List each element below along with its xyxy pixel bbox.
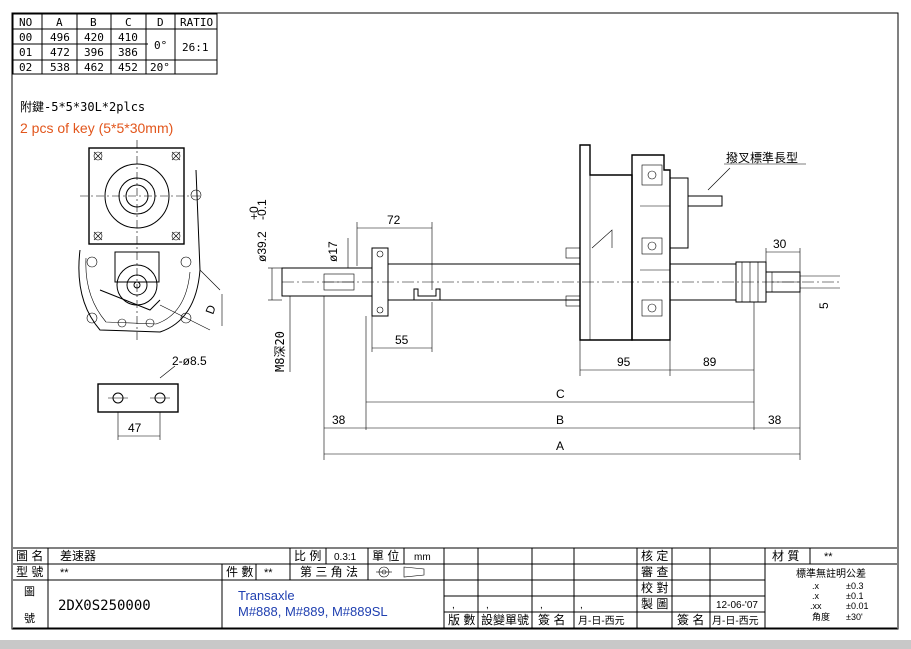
cell-a-2: 538 [50, 61, 70, 74]
tb-unit-label: 單 位 [372, 548, 399, 563]
tb-model-label: 型 號 [16, 565, 43, 579]
fork-label: 撥叉標準長型 [726, 150, 798, 165]
dim-hole: 2-ø8.5 [172, 354, 207, 368]
cell-d-group: 0° [154, 39, 167, 52]
tb-ratio-label: 比 例 [294, 549, 321, 563]
tb-drawing-name: 差速器 [60, 549, 96, 563]
dim-phi39: ø39.2 [255, 231, 269, 262]
cell-b-1: 396 [84, 46, 104, 59]
dim-95: 95 [617, 355, 631, 369]
dim-a: A [556, 439, 564, 453]
dim-89: 89 [703, 355, 717, 369]
tb-check-label: 校 對 [641, 580, 668, 595]
dim-d: D [203, 303, 219, 316]
th-ratio: RATIO [180, 16, 213, 29]
tb-tol-3-val: ±30' [846, 612, 863, 622]
tb-material-value: ** [824, 551, 833, 563]
tb-product-line1: Transaxle [238, 588, 295, 603]
dim-47: 47 [128, 421, 142, 435]
tb-approve-label: 核 定 [641, 548, 668, 563]
cell-no-2: 02 [19, 61, 32, 74]
dimensions: 72 55 95 89 30 5 C B A [247, 199, 840, 460]
tb-draw-date: 12-06-'07 [716, 600, 758, 611]
side-view: 撥叉標準長型 [281, 144, 840, 341]
cell-ratio: 26:1 [182, 41, 209, 54]
tb-ratio-value: 0.3:1 [334, 552, 357, 563]
dim-72: 72 [387, 213, 401, 227]
sheet-border [11, 12, 899, 630]
th-d: D [157, 16, 164, 29]
tb-tol-0-val: ±0.3 [846, 581, 863, 591]
tb-rev-mark-1: , [452, 600, 455, 611]
tb-rev-mark-2: , [486, 600, 489, 611]
cell-no-0: 00 [19, 31, 32, 44]
dim-c: C [556, 387, 565, 401]
dim-5: 5 [817, 302, 831, 309]
dim-phi17: ø17 [326, 241, 340, 262]
title-block: 圖 名 差速器 比 例 0.3:1 單 位 mm 型 號 ** 件 數 ** 第… [13, 547, 897, 629]
tb-tol-0-key: .x [812, 581, 820, 591]
mount-bracket: 2-ø8.5 47 [97, 354, 207, 440]
tb-tol-3-key: 角度 [812, 611, 830, 622]
key-note-cn: 附鍵-5*5*30L*2plcs [20, 99, 145, 114]
tb-rev-header-sign: 簽 名 [538, 612, 565, 627]
cell-b-2: 462 [84, 61, 104, 74]
tb-tol-1-val: ±0.1 [846, 591, 863, 601]
tb-rev-mark-3: , [540, 600, 543, 611]
tb-draw-label: 製 圖 [641, 597, 668, 611]
cell-c-1: 386 [118, 46, 138, 59]
tb-rev-mark-4: , [580, 600, 583, 611]
tb-rev-header-date: 月-日-西元 [578, 615, 625, 627]
tb-projection-label: 第 三 角 法 [300, 565, 358, 579]
bottom-strip [0, 640, 911, 649]
tb-drawing-no-label-top: 圖 [24, 585, 35, 598]
th-no: NO [19, 16, 32, 29]
dim-phi39-tol-top: +0 [247, 206, 261, 220]
dim-m8: M8深20 [273, 331, 287, 372]
tb-rev-header-change: 設變單號 [481, 612, 529, 627]
tb-qty-label: 件 數 [226, 565, 253, 579]
tb-drawing-name-label: 圖 名 [16, 548, 43, 563]
projection-symbol-icon [376, 566, 425, 578]
cell-b-0: 420 [84, 31, 104, 44]
tb-sign-label: 簽 名 [677, 612, 704, 627]
dim-30: 30 [773, 237, 787, 251]
cell-no-1: 01 [19, 46, 32, 59]
dim-55: 55 [395, 333, 409, 347]
tb-drawing-no-label-bottom: 號 [24, 612, 35, 625]
tb-tol-1-key: .x [812, 591, 820, 601]
cell-a-1: 472 [50, 46, 70, 59]
cell-c-2: 452 [118, 61, 138, 74]
ratio-table: NO A B C D RATIO 00 496 420 410 01 472 3… [12, 13, 218, 75]
end-view: D [78, 140, 223, 340]
tb-review-label: 審 查 [641, 564, 668, 579]
tb-material-label: 材 質 [772, 548, 799, 563]
dim-phi39-tol-bottom: -0.1 [255, 199, 269, 220]
th-c: C [125, 16, 132, 29]
tb-tol-2-val: ±0.01 [846, 601, 868, 611]
dim-b: B [556, 413, 564, 427]
dim-38-right: 38 [768, 413, 782, 427]
tb-product-line2: M#888, M#889, M#889SL [238, 604, 388, 619]
key-note-en: 2 pcs of key (5*5*30mm) [20, 120, 173, 136]
cell-c-0: 410 [118, 31, 138, 44]
tb-model-value: ** [60, 567, 69, 579]
tb-drawing-no: 2DX0S250000 [58, 598, 151, 614]
dim-38-left: 38 [332, 413, 346, 427]
tb-tol-2-key: .xx [810, 601, 822, 611]
tb-qty-value: ** [264, 567, 273, 579]
tb-date-format: 月-日-西元 [712, 615, 759, 627]
cell-a-0: 496 [50, 31, 70, 44]
tb-unit-value: mm [414, 552, 431, 563]
tb-rev-header-version: 版 數 [448, 613, 475, 627]
tb-tolerance-title: 標準無註明公差 [796, 567, 866, 580]
th-b: B [90, 16, 97, 29]
th-a: A [56, 16, 63, 29]
cell-d-2: 20° [150, 61, 170, 74]
